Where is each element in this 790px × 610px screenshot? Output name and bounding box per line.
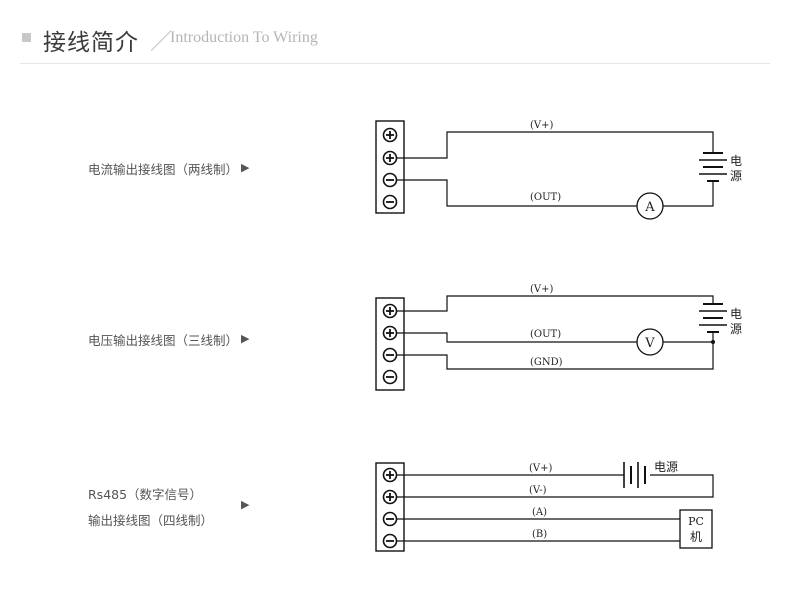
diagram2-wire-gnd-label: (GND) [530, 357, 563, 368]
diagram1-terminal-plus-2 [382, 150, 398, 166]
diagram2-wire-vplus-label: (V+) [530, 284, 554, 295]
page-subtitle: Introduction To Wiring [170, 29, 318, 46]
diagram1: A (V+) (OUT) 电 源 [375, 120, 742, 220]
diagram2-wires [397, 295, 714, 370]
diagram2-power-label-2: 源 [730, 322, 742, 336]
diagram1-label: 电流输出接线图（两线制） [88, 162, 239, 177]
diagram2-terminal-plus-2 [382, 325, 398, 341]
header-bullet-square [22, 33, 31, 42]
diagram2: V (V+) (OUT) (GND) 电 源 [375, 284, 742, 391]
diagram3-wires [397, 474, 714, 542]
diagram3-wire-b-label: (B) [532, 529, 547, 540]
diagram3-arrow-icon: ▶ [241, 498, 250, 511]
diagram2-label: 电压输出接线图（三线制） [88, 333, 239, 348]
diagram2-arrow-icon: ▶ [241, 332, 250, 345]
diagram2-meter-label: V [644, 336, 655, 351]
diagram3-wire-vplus-label: (V+) [529, 463, 553, 474]
diagram2-battery-icon [699, 303, 727, 333]
diagram1-power-label-2: 源 [730, 169, 742, 183]
diagram3-wire-vminus-label: (V-) [529, 485, 547, 496]
diagram3-label-line2: 输出接线图（四线制） [88, 513, 214, 528]
diagram2-wire-out-label: (OUT) [530, 329, 561, 340]
diagram3-pc-label-1: PC [688, 515, 704, 528]
diagram3-battery-icon [623, 462, 646, 488]
diagram3-wire-a-label: (A) [532, 507, 547, 518]
diagram2-voltmeter-icon [636, 328, 664, 356]
diagram3-pc-label-2: 机 [690, 530, 702, 544]
diagram1-wire-out-label: (OUT) [530, 192, 561, 203]
header-divider [20, 63, 770, 64]
diagram2-junction-dot [711, 340, 715, 344]
diagram3-terminal-minus-2 [382, 533, 398, 549]
diagram2-power-label-1: 电 [730, 307, 742, 321]
diagram1-ammeter-icon [636, 192, 664, 220]
header-slash: ／ [150, 29, 173, 54]
diagram3-pc-box [679, 509, 713, 549]
diagram1-battery-icon [699, 152, 727, 182]
diagram1-terminal-minus-1 [382, 172, 398, 188]
diagram1-terminal-plus-1 [382, 127, 398, 143]
diagram1-terminal-minus-2 [382, 194, 398, 210]
diagram1-wires [397, 131, 714, 207]
diagram3-terminal-plus-1 [382, 467, 398, 483]
diagram2-terminal-minus-2 [382, 369, 398, 385]
diagram1-wire-vplus-label: (V+) [530, 120, 554, 131]
diagram3-label-line1: Rs485（数字信号） [88, 487, 203, 502]
diagram1-arrow-icon: ▶ [241, 161, 250, 174]
diagram1-meter-label: A [644, 200, 655, 215]
page-title: 接线简介 [43, 30, 139, 56]
diagram3-terminal-minus-1 [382, 511, 398, 527]
diagram3-power-label: 电源 [654, 460, 678, 474]
diagram2-terminal-plus-1 [382, 303, 398, 319]
diagram2-terminal-minus-1 [382, 347, 398, 363]
diagram1-power-label-1: 电 [730, 154, 742, 168]
diagram3: PC 机 (V+) (V-) (A) (B) 电源 [375, 460, 714, 552]
diagram3-terminal-plus-2 [382, 489, 398, 505]
